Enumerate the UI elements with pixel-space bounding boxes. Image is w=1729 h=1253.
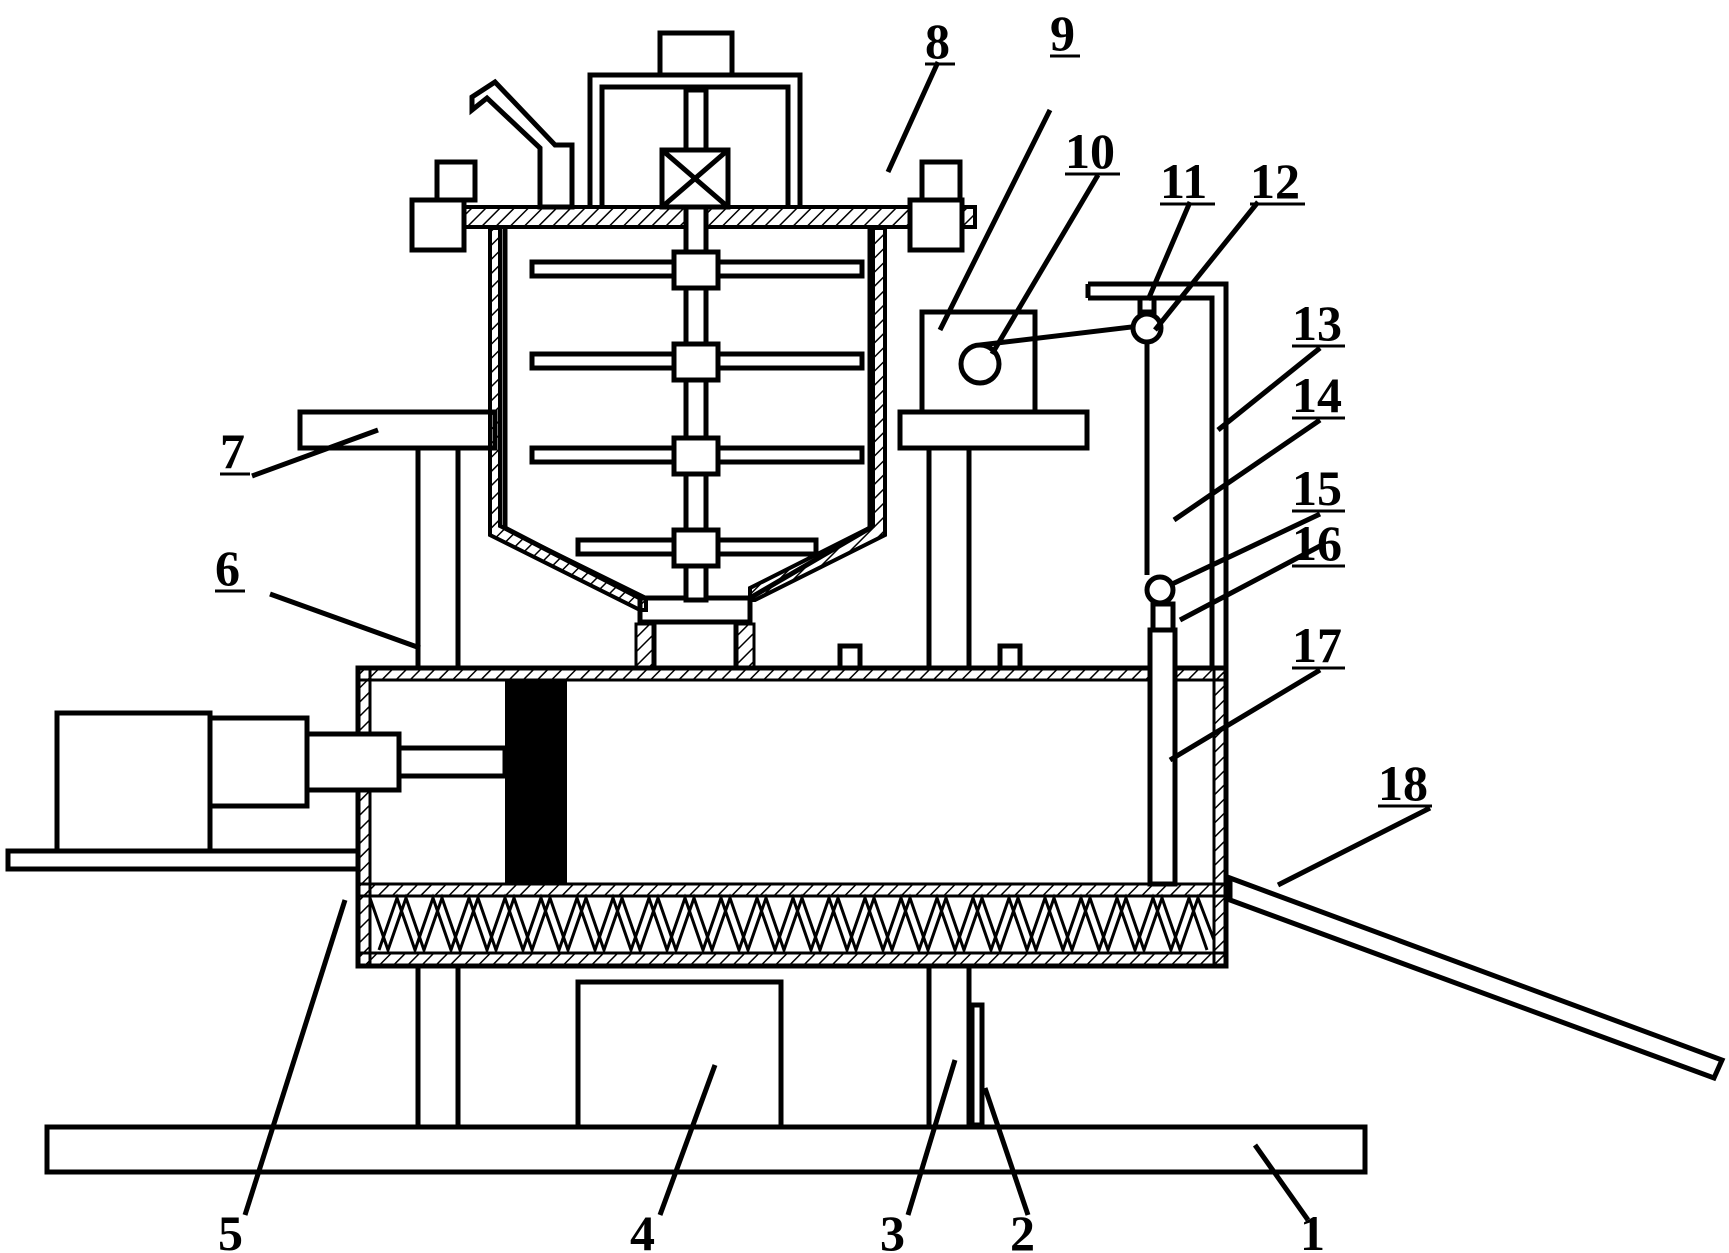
label-1: 1 [1300, 1205, 1325, 1253]
piston [505, 680, 567, 884]
push-cylinder [5, 710, 508, 872]
label-13: 13 [1292, 295, 1342, 351]
label-4: 4 [630, 1205, 655, 1253]
leader-lines [242, 60, 1432, 1222]
winch-box [919, 309, 1149, 415]
discharge-neck [634, 595, 756, 671]
label-10: 10 [1065, 123, 1115, 179]
lower-legs [415, 962, 972, 1130]
label-16: 16 [1292, 515, 1342, 571]
label-5: 5 [218, 1205, 243, 1253]
discharge-chute [1227, 874, 1726, 1082]
control-box [575, 979, 784, 1130]
label-14: 14 [1292, 367, 1342, 423]
label-8: 8 [925, 13, 950, 69]
label-3: 3 [880, 1205, 905, 1253]
side-rod [969, 1002, 985, 1128]
pulley-bracket [1085, 281, 1229, 668]
main-housing [355, 665, 1229, 969]
agitator-motor [587, 30, 803, 210]
right-support-plate [897, 409, 1090, 451]
scraper-rod [1147, 601, 1178, 887]
rope-connector [1144, 574, 1176, 606]
label-9: 9 [1050, 5, 1075, 61]
heating-coil [368, 893, 1216, 955]
label-6: 6 [215, 540, 240, 596]
left-support-plate [297, 409, 498, 451]
label-12: 12 [1250, 153, 1300, 209]
agitator-shaft [529, 204, 865, 603]
label-7: 7 [220, 423, 245, 479]
label-underlines [215, 54, 1432, 808]
label-17: 17 [1292, 617, 1342, 673]
part-labels: 1 2 3 4 5 6 7 8 9 10 11 12 13 14 15 16 1… [215, 5, 1428, 1253]
label-11: 11 [1160, 153, 1207, 209]
label-15: 15 [1292, 460, 1342, 516]
base-plate [44, 1124, 1368, 1175]
label-2: 2 [1010, 1205, 1035, 1253]
upper-legs [415, 417, 972, 671]
label-18: 18 [1378, 755, 1428, 811]
